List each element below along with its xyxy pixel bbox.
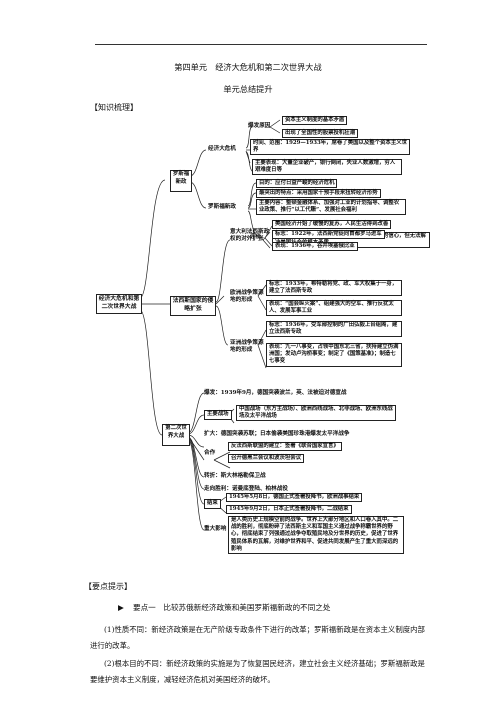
end-1: 1945年5月8日，德国正式签署投降书，欧洲战事结束 [226, 493, 363, 503]
branch-ww2: 第二次世界大战 [162, 424, 190, 446]
newdeal-goal: 目的：应付日益严峻的经济危机 [256, 179, 338, 189]
label-end: 结束 [204, 499, 221, 509]
branch-fascist-expansion: 法西斯国家的侵略扩张 [170, 296, 216, 316]
label-impact: 重大影响 [204, 526, 227, 532]
unit-title: 第四单元 经济大危机和第二次世界大战 [174, 62, 322, 72]
newdeal-content: 主要内容：整顿金融体系、加强对工业的计划指导、调整农业政策、推行“以工代赈”、发… [256, 199, 406, 216]
asia-1: 标志：1936年，受军部控制的广田弘毅上台组阁，建立法西斯专政 [266, 321, 402, 338]
italy-2: 表现：1936年，吞并埃塞俄比亚 [272, 242, 358, 252]
ww2-outbreak: 爆发：1939年9月，德国突袭波兰，英、法被迫对德宣战 [204, 390, 347, 396]
label-economic-crisis: 经济大危机 [208, 146, 236, 152]
europe-2: 表现：“国会纵火案”、组建强大的空军、推行反犹太人、发展军事工业 [266, 300, 402, 317]
coop-2: 召开德黑兰会议和波茨坦会议 [228, 454, 305, 464]
cause-1: 资本主义制度的基本矛盾 [282, 116, 348, 126]
crisis-perf: 主要表现：大量企业破产，银行倒闭，失业人数激增，穷人艰难度日等 [252, 159, 402, 176]
eval-1: 美国经济开始了缓慢的复苏，人民生活得到改善 [272, 220, 392, 230]
impact: 是人类历史上规模空前的战争。世界上大部分地区和人口卷入其中。二战的胜利，彻底粉碎… [228, 516, 404, 555]
cause-2: 出现了全国性的股票投机狂潮 [282, 129, 359, 139]
section-tips: 【要点提示】 [84, 582, 132, 591]
crisis-time: 时间、范围：1929—1933年，席卷了美国以及整个资本主义世界 [250, 139, 410, 156]
asia-2: 表现：九一八事变，占领中国东北三省，扶持建立伪满洲国；发动卢沟桥事变；制定了《国… [266, 343, 402, 367]
label-coop: 合作 [204, 450, 216, 456]
label-new-deal: 罗斯福新政 [208, 204, 236, 210]
header-rule [95, 44, 427, 45]
label-europe: 欧洲战争策源地的形成 [230, 290, 264, 303]
tip-paragraph-2: (2)根本目的不同：新经济政策的实施是为了恢复国民经济，建立社会主义经济基础；罗… [90, 659, 425, 684]
tip-bullet: ▶ [118, 603, 124, 612]
europe-1: 标志：1933年，希特勒将党、政、军大权集于一身，建立了法西斯专政 [266, 280, 402, 297]
ww2-victory: 走向胜利：诺曼底登陆、柏林战役 [204, 486, 288, 492]
tip-paragraph-1: (1)性质不同：新经济政策是在无产阶级专政条件下进行的改革；罗斯福新政是在资本主… [90, 625, 425, 650]
main-battle-1: 中国战场（东方主战场）、欧洲西线战场、北非战场、欧洲东线战场及太平洋战场 [236, 405, 396, 422]
newdeal-feature: 最突出的特点：采用国家干预手段来扭转经济形势 [256, 189, 381, 199]
ww2-turn: 转折：斯大林格勒保卫战 [204, 473, 266, 479]
coop-1: 反法西斯联盟的建立：签署《联合国家宣言》 [228, 442, 342, 452]
end-2: 1945年9月2日，日本正式签署投降书，二战结束 [226, 505, 352, 515]
label-italy: 意大利法西斯政权的对外扩张 [230, 229, 270, 242]
sub-title: 单元总结提升 [223, 84, 273, 94]
label-eval: 评价 [250, 234, 262, 240]
map-root: 经济大危机和第二次世界大战 [96, 294, 142, 314]
branch-new-deal: 罗斯福新政 [170, 170, 192, 192]
label-cause: 爆发原因 [248, 123, 271, 129]
label-main-battle: 主要战场 [204, 410, 232, 420]
ww2-expand: 扩大：德国突袭苏联；日本偷袭美国珍珠港爆发太平洋战争 [204, 431, 350, 437]
italy-1: 标志：1922年，法西斯党徒向首都罗马进军 [272, 230, 385, 240]
section-knowledge: 【知识梳理】 [90, 103, 138, 112]
label-asia: 亚洲战争策源地的形成 [230, 340, 264, 353]
tip-point-title: 要点一 比较苏俄新经济政策和美国罗斯福新政的不同之处 [133, 603, 331, 612]
